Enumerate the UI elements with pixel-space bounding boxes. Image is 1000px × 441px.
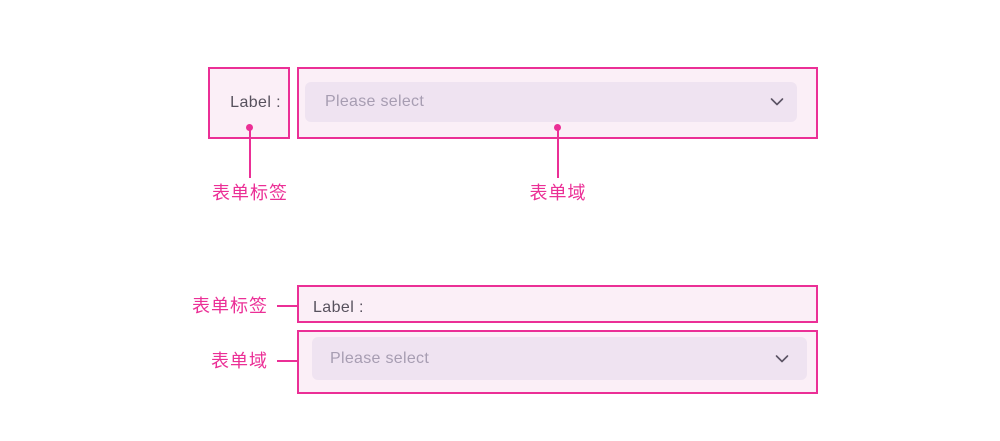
- select-placeholder: Please select: [325, 93, 425, 110]
- select-control[interactable]: Please select: [312, 337, 807, 380]
- callout-line: [277, 360, 300, 362]
- select-placeholder: Please select: [330, 349, 430, 367]
- form-label-text: Label :: [230, 94, 281, 111]
- caption-form-field: 表单域: [211, 351, 268, 371]
- callout-dot: [246, 124, 253, 131]
- chevron-down-icon: [770, 98, 784, 107]
- callout-line: [557, 128, 559, 178]
- select-control[interactable]: Please select: [305, 82, 797, 122]
- caption-form-field: 表单域: [529, 183, 587, 203]
- vertical-field-annotation-box: Please select: [297, 330, 818, 394]
- horizontal-field-annotation-box: Please select: [297, 67, 818, 139]
- caption-form-label: 表单标签: [192, 296, 268, 316]
- callout-dot: [554, 124, 561, 131]
- caption-form-label: 表单标签: [212, 183, 288, 203]
- callout-line: [249, 128, 251, 178]
- callout-line: [277, 305, 300, 307]
- vertical-label-annotation-box: Label :: [297, 285, 818, 323]
- form-label-text: Label :: [313, 299, 364, 316]
- chevron-down-icon: [775, 354, 789, 363]
